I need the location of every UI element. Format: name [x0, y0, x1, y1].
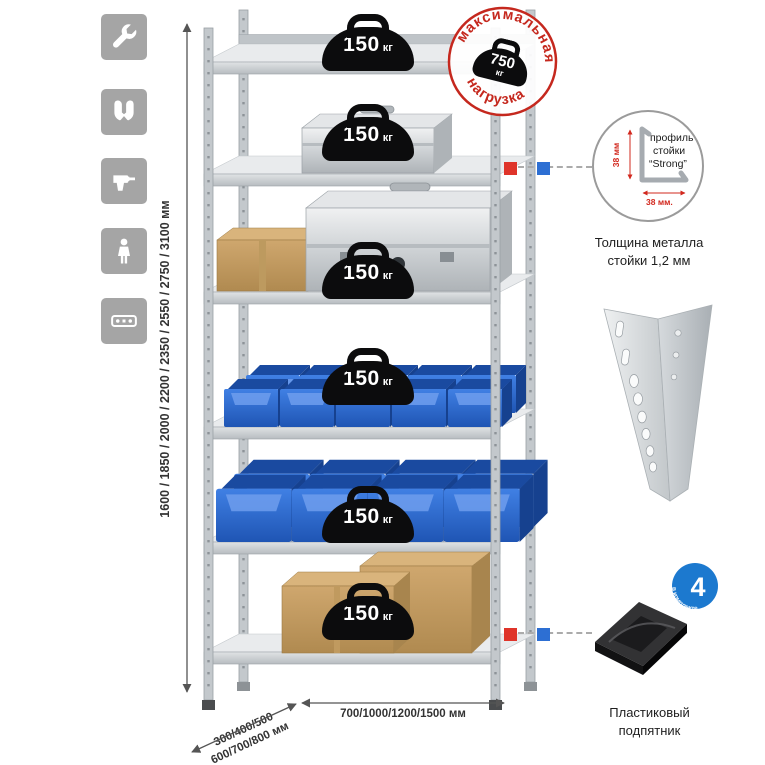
kit-count-badge: в комплекте 4	[669, 560, 721, 612]
profile-detail-circle: профиль стойки “Strong” 38 мм 38 мм.	[592, 110, 704, 222]
profile-dim-vertical: 38 мм	[611, 142, 621, 168]
gloves-icon	[114, 100, 134, 121]
load-value: 150	[343, 505, 380, 528]
width-options-label: 700/1000/1200/1500 мм	[340, 708, 466, 720]
feature-tile-profile	[101, 298, 147, 344]
callout-dash-top	[518, 166, 592, 168]
profile-caption-line1: Толщина металла	[594, 235, 704, 250]
foot-caption: Пластиковый подпятник	[572, 704, 727, 739]
total-load-unit: кг	[494, 66, 505, 79]
red-marker-top	[504, 162, 517, 175]
shelf-load-badge: 150 кг	[322, 27, 414, 71]
blue-marker-bottom	[537, 628, 550, 641]
callout-dash-bottom	[518, 632, 592, 634]
wrench-icon	[112, 24, 137, 48]
kit-badge-value: 4	[690, 572, 705, 602]
feature-tile-drill	[101, 158, 147, 204]
red-marker-bottom	[504, 628, 517, 641]
profile-label-3: “Strong”	[649, 158, 687, 170]
shelf-load-badge: 150 кг	[322, 596, 414, 640]
load-unit: кг	[382, 132, 393, 144]
width-dimension-line	[301, 698, 505, 708]
height-options-label: 1600 / 1850 / 2000 / 2200 / 2350 / 2550 …	[158, 200, 172, 518]
angle-post-image	[603, 304, 713, 502]
profile-label-2: стойки	[653, 145, 686, 157]
feature-tile-person	[101, 228, 147, 274]
profile-cross-section	[627, 126, 689, 196]
shelf-load-badge: 150 кг	[322, 361, 414, 405]
person-icon	[118, 238, 130, 264]
foot-caption-line2: подпятник	[618, 722, 681, 738]
profile-caption: Толщина металла стойки 1,2 мм	[566, 234, 732, 269]
load-value: 150	[343, 123, 380, 146]
load-unit: кг	[382, 376, 393, 388]
load-value: 150	[343, 261, 380, 284]
shelf-load-badge: 150 кг	[322, 499, 414, 543]
foot-caption-line1: Пластиковый	[609, 705, 690, 720]
perforated-profile-icon	[111, 315, 137, 327]
load-value: 150	[343, 33, 380, 56]
shelf-load-badge: 150 кг	[322, 255, 414, 299]
plastic-foot-image	[595, 602, 687, 675]
load-unit: кг	[382, 42, 393, 54]
height-dimension-line	[182, 23, 192, 693]
load-unit: кг	[382, 514, 393, 526]
drill-icon	[113, 175, 135, 191]
load-unit: кг	[382, 270, 393, 282]
blue-marker-top	[537, 162, 550, 175]
max-load-stamp: максимальная нагрузка 750 кг	[434, 0, 571, 130]
profile-label-1: профиль	[650, 132, 694, 144]
shelf-load-badge: 150 кг	[322, 117, 414, 161]
profile-caption-line2: стойки 1,2 мм	[607, 252, 691, 268]
load-unit: кг	[382, 611, 393, 623]
depth-dimension-line	[191, 703, 297, 753]
profile-dim-horizontal: 38 мм.	[646, 197, 673, 207]
load-value: 150	[343, 602, 380, 625]
load-value: 150	[343, 367, 380, 390]
feature-tile-gloves	[101, 89, 147, 135]
feature-tile-tools	[101, 14, 147, 60]
